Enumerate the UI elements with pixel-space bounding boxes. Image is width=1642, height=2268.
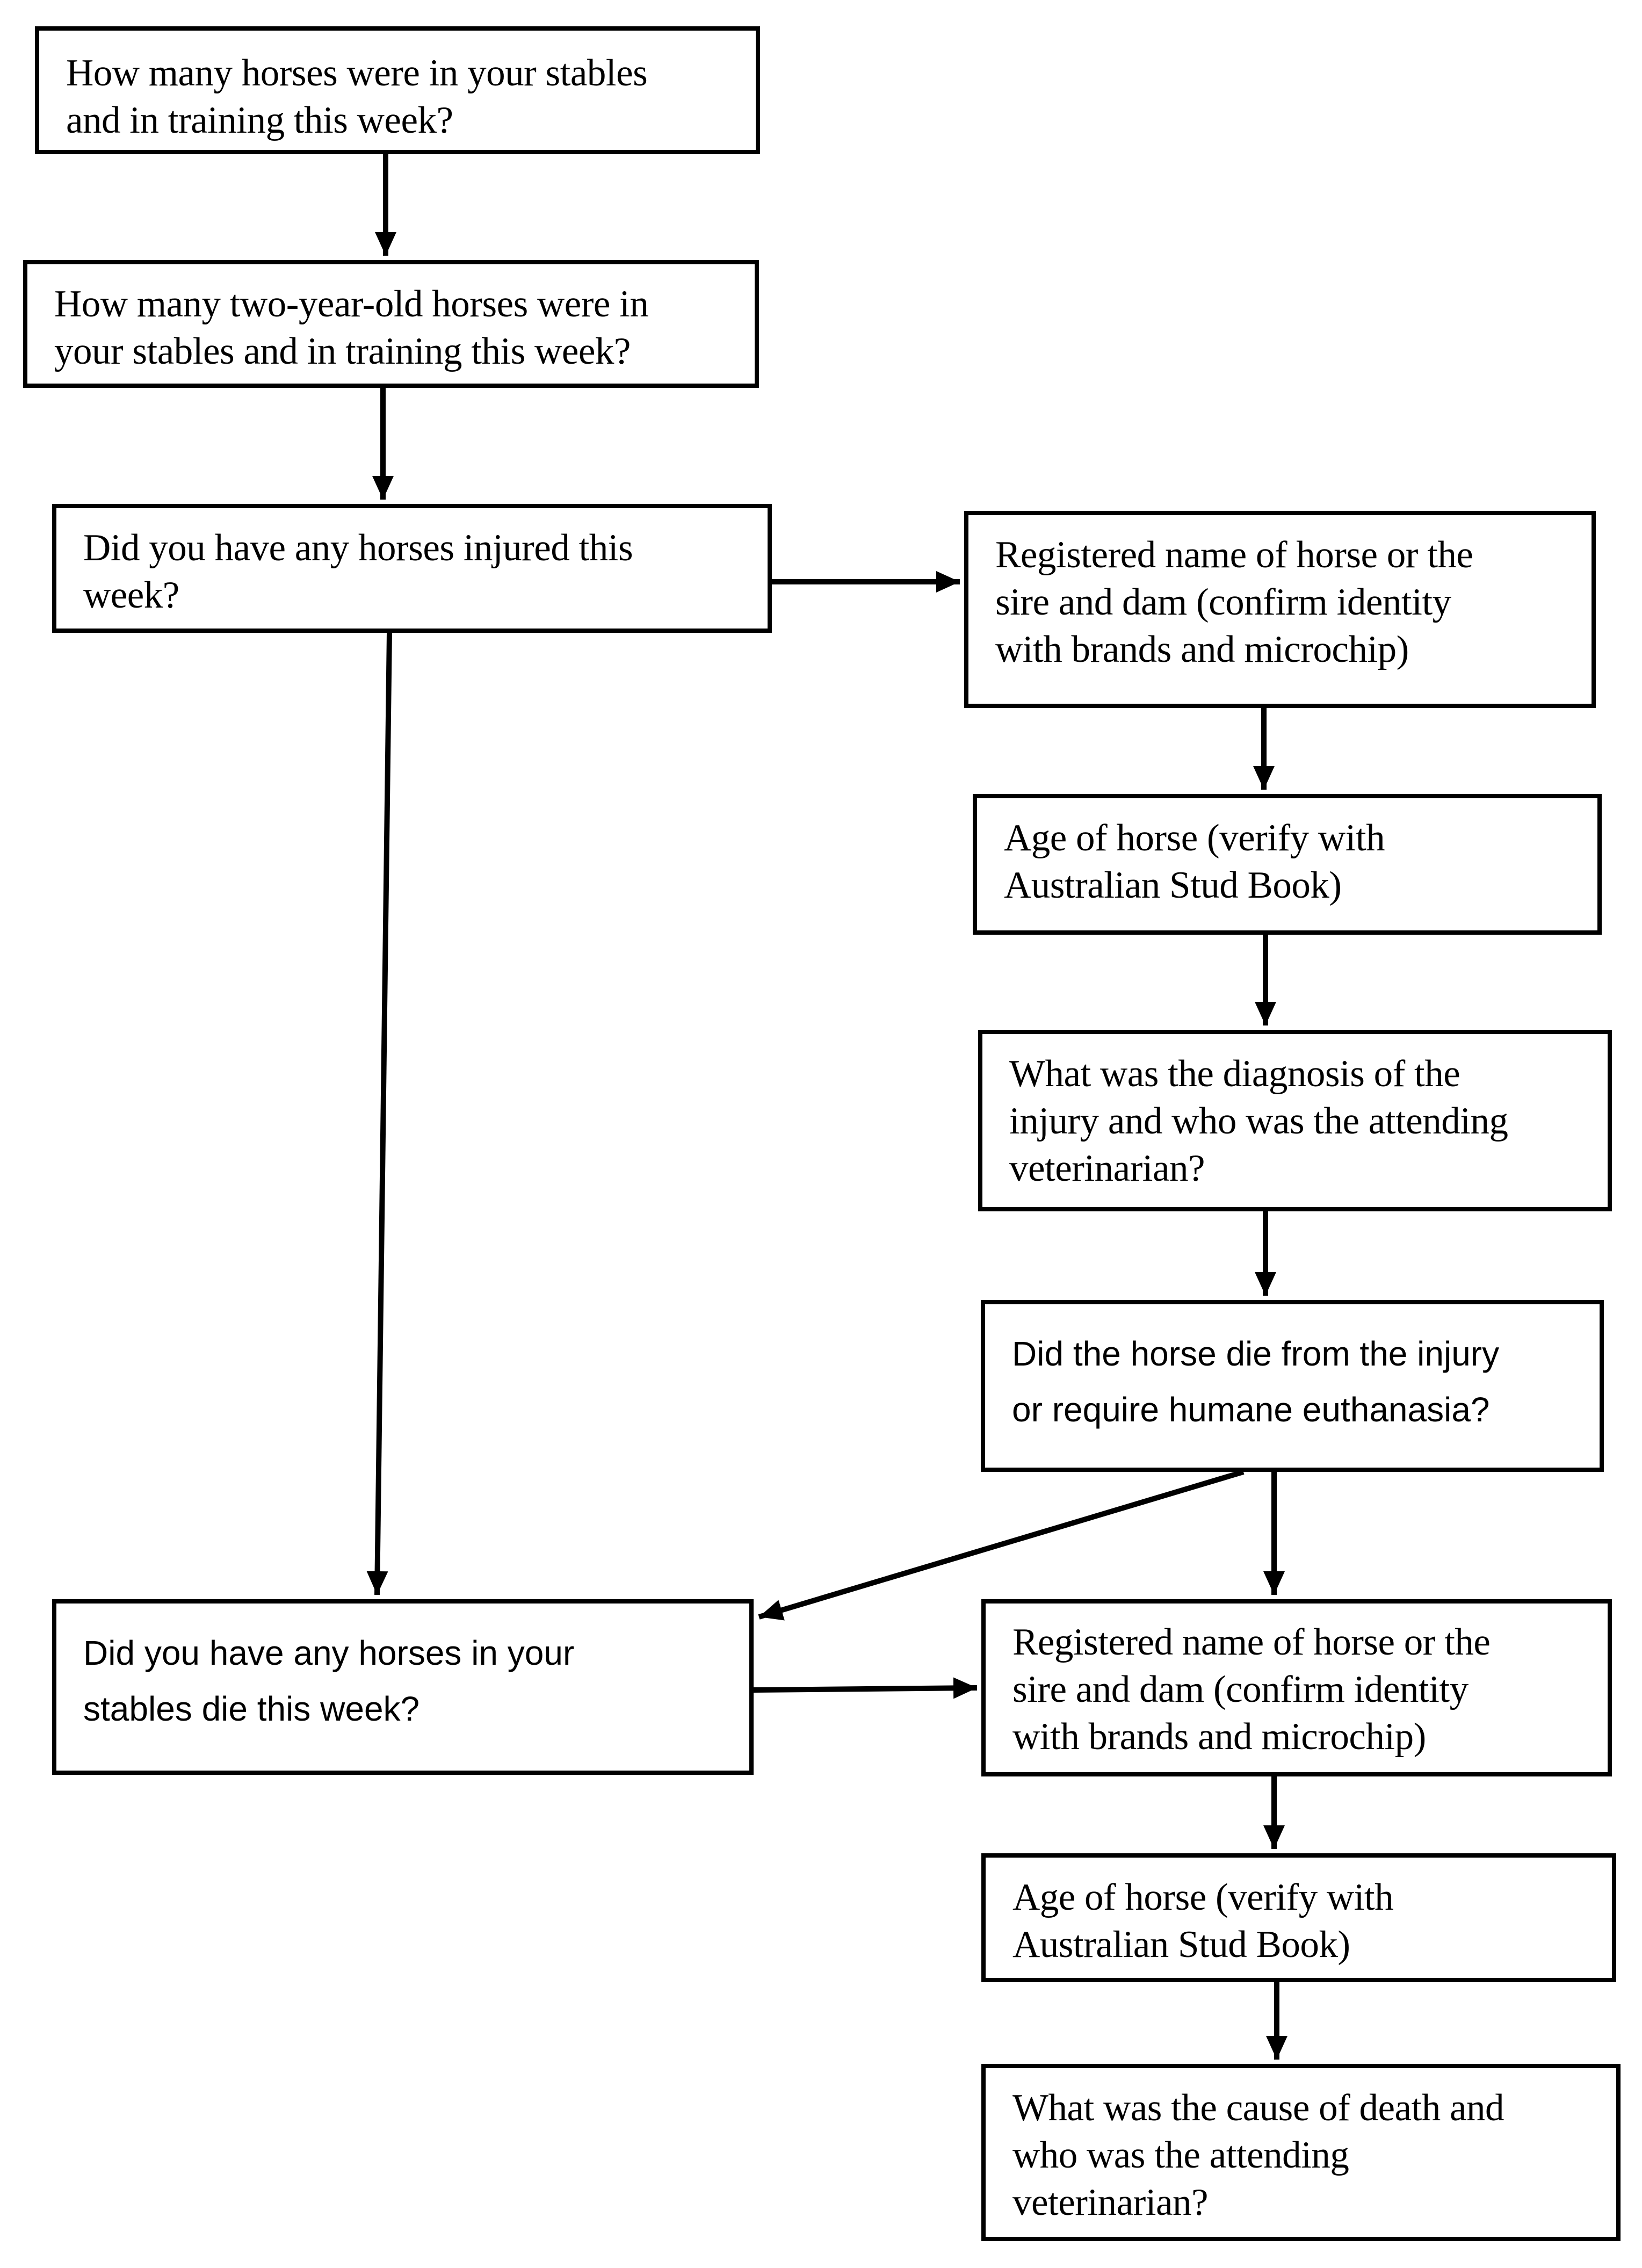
node-horses-in-training-text: How many horses were in your stables and…: [66, 52, 648, 141]
edge-b3-b8: [366, 632, 392, 1595]
edge-b8-b9: [753, 1677, 978, 1699]
edge-b7-b8: [758, 1469, 1245, 1621]
node-deceased-registered-name: Registered name of horse or the sire and…: [981, 1599, 1612, 1776]
node-died-or-euthanasia: Did the horse die from the injury or req…: [981, 1300, 1604, 1472]
node-deceased-registered-name-text: Registered name of horse or the sire and…: [1012, 1621, 1491, 1758]
node-cause-of-death: What was the cause of death and who was …: [981, 2064, 1621, 2241]
node-two-year-olds-in-training-text: How many two-year-old horses were in you…: [54, 283, 649, 372]
node-injured-registered-name-text: Registered name of horse or the sire and…: [995, 534, 1473, 670]
node-horses-died-text: Did you have any horses in your stables …: [83, 1634, 575, 1728]
node-injury-diagnosis: What was the diagnosis of the injury and…: [978, 1030, 1612, 1211]
node-horses-died: Did you have any horses in your stables …: [52, 1599, 754, 1775]
node-horses-injured-text: Did you have any horses injured this wee…: [83, 527, 633, 616]
node-cause-of-death-text: What was the cause of death and who was …: [1012, 2087, 1504, 2223]
node-injury-diagnosis-text: What was the diagnosis of the injury and…: [1009, 1053, 1508, 1189]
node-horses-in-training: How many horses were in your stables and…: [35, 26, 760, 154]
node-injured-age-of-horse: Age of horse (verify with Australian Stu…: [973, 794, 1602, 935]
node-deceased-age-of-horse-text: Age of horse (verify with Australian Stu…: [1012, 1876, 1394, 1966]
node-injured-registered-name: Registered name of horse or the sire and…: [964, 511, 1596, 708]
node-injured-age-of-horse-text: Age of horse (verify with Australian Stu…: [1004, 817, 1385, 906]
node-two-year-olds-in-training: How many two-year-old horses were in you…: [23, 260, 759, 388]
node-died-or-euthanasia-text: Did the horse die from the injury or req…: [1012, 1334, 1500, 1429]
node-deceased-age-of-horse: Age of horse (verify with Australian Stu…: [981, 1853, 1616, 1982]
node-horses-injured: Did you have any horses injured this wee…: [52, 504, 772, 633]
